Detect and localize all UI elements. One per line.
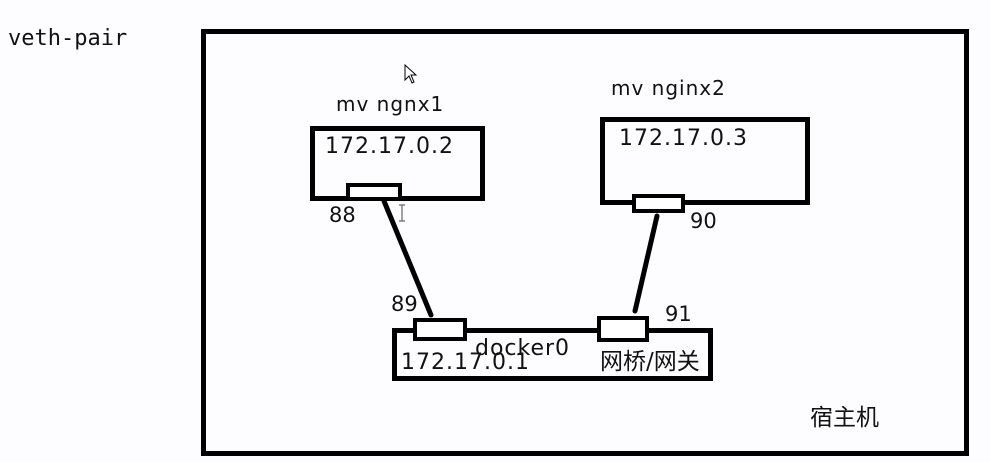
veth-link-88-89 [381, 198, 434, 318]
bridge-ip: 172.17.0.1 [401, 350, 530, 375]
text-cursor-icon [399, 204, 405, 222]
container-2-ip: 172.17.0.3 [619, 126, 748, 151]
container-1-ip: 172.17.0.2 [325, 134, 454, 159]
veth-link-90-91 [632, 213, 660, 314]
diagram-title: veth-pair [8, 26, 128, 51]
bridge-name: docker0 [475, 336, 571, 361]
container-2-veth-port [632, 194, 685, 213]
container-2-name: mv nginx2 [611, 76, 726, 100]
mouse-pointer-icon [404, 64, 418, 84]
container-1-name: mv ngnx1 [336, 92, 445, 116]
host-machine-label: 宿主机 [810, 405, 879, 431]
bridge-description: 网桥/网关 [600, 349, 700, 375]
container-1-port-label: 88 [329, 203, 356, 227]
bridge-box [392, 328, 713, 381]
container-1-veth-port [346, 183, 402, 201]
host-machine-box [201, 29, 969, 456]
container-2-port-label: 90 [690, 209, 717, 233]
bridge-port-91-label: 91 [665, 302, 692, 326]
bridge-port-89 [413, 318, 467, 341]
bridge-port-89-label: 89 [391, 292, 418, 316]
container-2-box [600, 117, 810, 205]
bridge-port-91 [597, 316, 649, 342]
